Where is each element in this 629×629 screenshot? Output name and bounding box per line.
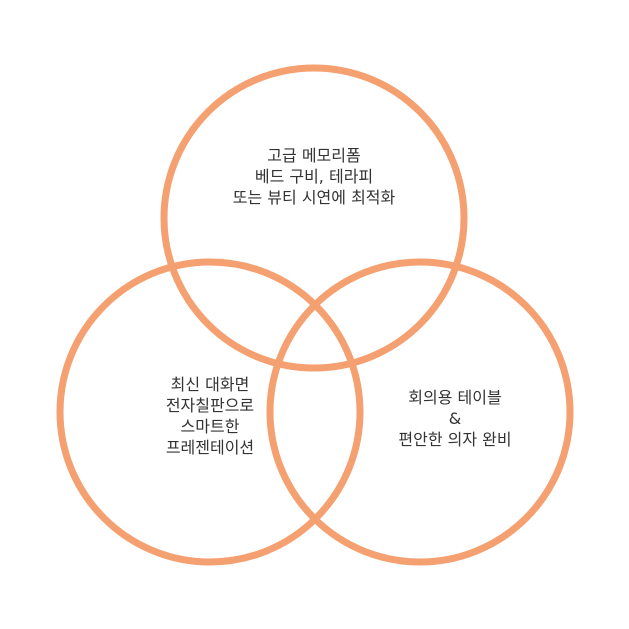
- circle-right-line-2: &: [448, 409, 462, 428]
- circle-top-line-2: 베드 구비, 테라피: [254, 167, 374, 186]
- circle-top-line-3: 또는 뷰티 시연에 최적화: [232, 188, 396, 207]
- circle-right-line-1: 회의용 테이블: [408, 388, 502, 407]
- circle-left: [56, 258, 364, 566]
- circle-left-line-3: 스마트한: [180, 417, 240, 436]
- circle-left-line-2: 전자칠판으로: [165, 396, 255, 415]
- circle-left-line-4: 프레젠테이션: [165, 438, 255, 457]
- circle-left-line-1: 최신 대화면: [170, 375, 250, 394]
- circle-right: [266, 258, 574, 566]
- circle-top-label: 고급 메모리폼 베드 구비, 테라피 또는 뷰티 시연에 최적화: [176, 145, 452, 208]
- circle-right-line-3: 편안한 의자 완비: [398, 430, 512, 449]
- circle-left-label: 최신 대화면 전자칠판으로 스마트한 프레젠테이션: [80, 374, 340, 458]
- circle-right-label: 회의용 테이블 & 편안한 의자 완비: [330, 387, 580, 450]
- circle-top: [160, 64, 468, 372]
- circle-top-line-1: 고급 메모리폼: [267, 146, 361, 165]
